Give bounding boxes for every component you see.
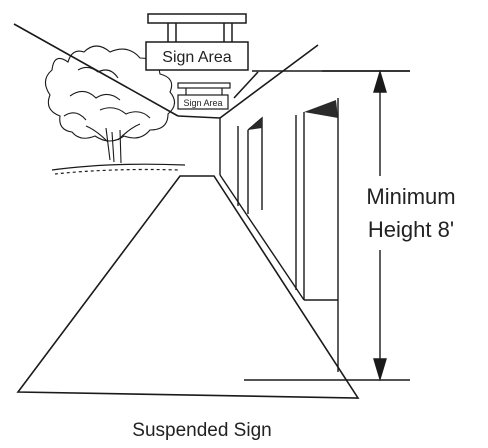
- tree-icon: [44, 45, 176, 164]
- diagram-caption: Suspended Sign: [132, 420, 271, 441]
- large-sign-text: Sign Area: [162, 49, 231, 66]
- small-sign-bracket: [177, 82, 231, 89]
- large-sign-board: [145, 41, 249, 71]
- window-shadows: [248, 100, 338, 130]
- walkway-floor: [16, 175, 360, 399]
- dimension-label-line2: Height 8': [368, 217, 454, 242]
- small-sign-text: Sign Area: [183, 98, 222, 108]
- height-dimension: [244, 69, 410, 382]
- large-suspended-sign: [145, 13, 249, 71]
- shadow-2: [304, 100, 338, 118]
- small-sign-board: [177, 94, 229, 110]
- ground-line: [51, 163, 186, 175]
- building-facade: [219, 98, 339, 372]
- facade-base-line: [219, 174, 305, 301]
- arrowhead-up-icon: [373, 69, 387, 93]
- dimension-label-line1: Minimum: [366, 184, 455, 209]
- right-ceiling-line: [219, 44, 319, 119]
- small-suspended-sign: [177, 82, 231, 110]
- large-sign-bracket: [147, 13, 247, 24]
- vanishing-top-line: [177, 115, 221, 119]
- arrowhead-down-icon: [373, 358, 387, 382]
- window-1-outline: [247, 116, 263, 210]
- right-horizon-line: [233, 71, 259, 99]
- shadow-1: [248, 118, 262, 130]
